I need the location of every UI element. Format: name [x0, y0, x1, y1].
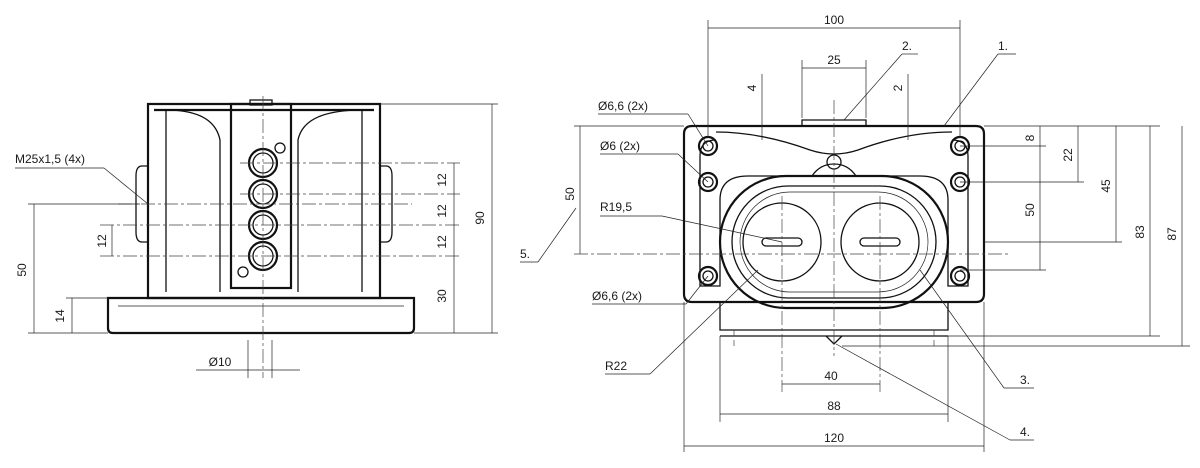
- dim-hole6: Ø6 (2x): [600, 139, 640, 153]
- dim-22: 22: [1061, 148, 1075, 162]
- leader-5-diag: [537, 207, 577, 263]
- front-hole-bl-inner: [702, 270, 714, 282]
- callout-3: 3.: [1020, 373, 1030, 387]
- side-top-tab: [249, 99, 273, 106]
- leader-1-diag: [943, 53, 999, 127]
- dim-12-b: 12: [435, 204, 449, 218]
- leader-4-diag: [835, 343, 1011, 441]
- side-view: 12 12 12 30 90 50 14 12 M25x1,5 (4x) Ø10: [15, 96, 498, 378]
- side-right-boss: [380, 165, 393, 243]
- dim-12-c: 12: [435, 235, 449, 249]
- dim-hole66-top: Ø6,6 (2x): [598, 99, 648, 113]
- leader-hole66-bottom-diag: [685, 275, 709, 305]
- leader-hole66-top-diag: [687, 113, 709, 147]
- callout-4: 4.: [1020, 425, 1030, 439]
- dim-14: 14: [53, 309, 67, 323]
- thread-callout: M25x1,5 (4x): [15, 152, 85, 166]
- dim-4: 4: [745, 84, 759, 91]
- dim-12-a: 12: [435, 173, 449, 187]
- dim-r195: R19,5: [600, 200, 632, 214]
- leader-2-diag: [843, 53, 903, 121]
- dim-120: 120: [824, 431, 844, 445]
- side-center-plate: [229, 102, 293, 290]
- dim-12-left: 12: [95, 234, 109, 248]
- dim-100: 100: [824, 13, 844, 27]
- dim-2: 2: [891, 84, 905, 91]
- dim-90: 90: [473, 211, 487, 225]
- leader-r22-diag: [649, 269, 759, 375]
- front-hole-br: [949, 265, 971, 287]
- dim-30: 30: [435, 289, 449, 303]
- front-hole-tl-inner: [702, 140, 714, 152]
- front-hole-ml-inner: [702, 176, 714, 188]
- dim-25: 25: [827, 53, 841, 67]
- side-small-hole-top: [274, 142, 286, 154]
- side-base: [106, 296, 416, 335]
- thread-leader-diag: [103, 167, 149, 205]
- side-small-hole-bottom: [237, 266, 249, 278]
- dim-88: 88: [827, 399, 841, 413]
- callout-2: 2.: [902, 39, 912, 53]
- front-hole-ml: [697, 171, 719, 193]
- leader-3-diag: [919, 269, 1005, 389]
- front-outer-body: [682, 124, 986, 304]
- dim-40: 40: [824, 369, 838, 383]
- front-view: 100 25 4 2 Ø6,6 (2x) Ø6 (2x) R19,5 Ø6,6 …: [520, 13, 1190, 452]
- dim-50-front: 50: [563, 187, 577, 201]
- leader-hole6-diag: [677, 153, 709, 183]
- leader-r195-diag: [661, 215, 783, 243]
- callout-5: 5.: [520, 247, 530, 261]
- dim-45: 45: [1099, 179, 1113, 193]
- side-right-curve: [297, 109, 363, 292]
- dim-r22: R22: [605, 359, 627, 373]
- callout-1: 1.: [998, 39, 1008, 53]
- dim-50-right: 50: [1023, 203, 1037, 217]
- dim-83: 83: [1133, 225, 1147, 239]
- dim-hole66-bottom: Ø6,6 (2x): [592, 289, 642, 303]
- front-hole-br-inner: [954, 270, 966, 282]
- dim-50-left: 50: [15, 263, 29, 277]
- dim-8: 8: [1023, 134, 1037, 141]
- dim-87: 87: [1165, 227, 1179, 241]
- side-body: [146, 102, 382, 300]
- side-left-curve: [165, 109, 221, 292]
- dim-dia10: Ø10: [209, 355, 232, 369]
- front-hole-bl: [697, 265, 719, 287]
